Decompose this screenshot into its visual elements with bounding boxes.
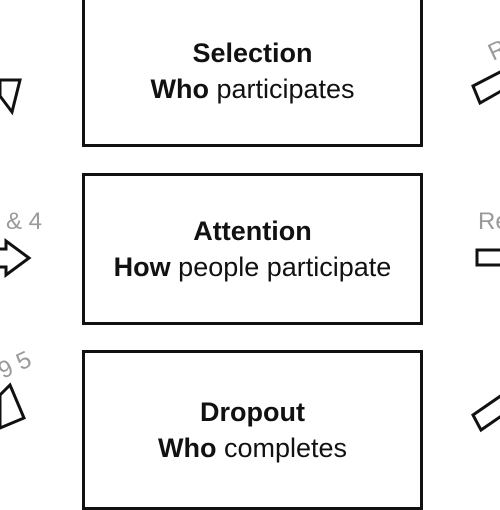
attention-stage-box: Attention How people participate [82, 173, 423, 325]
left-top-arrow-icon [0, 78, 22, 116]
stage-subtitle-emphasis: Who [150, 73, 209, 104]
stage-title: Dropout [200, 397, 305, 427]
stage-subtitle: How people participate [114, 249, 392, 285]
selection-stage-box: Selection Who participates [82, 0, 423, 147]
stage-title: Attention [193, 216, 312, 246]
right-middle-arrow-icon [475, 248, 500, 267]
stage-subtitle: Who participates [150, 71, 354, 107]
left-middle-edge-label: & 4 [6, 208, 43, 235]
stage-subtitle-rest: completes [216, 433, 348, 463]
left-middle-arrow-icon [0, 238, 32, 278]
stage-subtitle-rest: participates [208, 73, 355, 104]
stage-title: Selection [192, 37, 313, 68]
stage-subtitle-emphasis: How [113, 252, 171, 282]
dropout-stage-box: Dropout Who completes [82, 350, 423, 510]
stage-subtitle-rest: people participate [170, 252, 392, 282]
stage-subtitle-emphasis: Who [157, 433, 217, 463]
right-middle-edge-label: Re [478, 208, 500, 235]
right-top-arrow-icon [471, 70, 500, 106]
left-bottom-arrow-icon [0, 382, 26, 430]
stage-subtitle: Who completes [158, 430, 347, 466]
right-bottom-arrow-icon [471, 394, 500, 433]
